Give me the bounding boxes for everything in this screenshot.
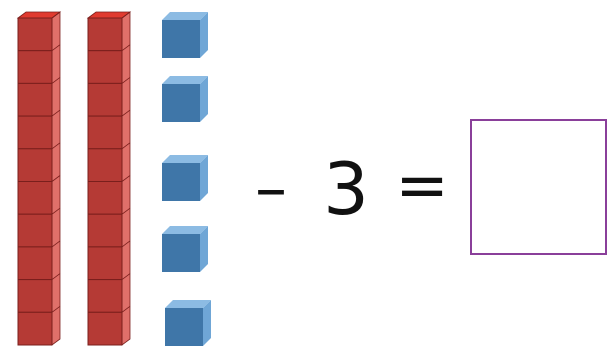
rod-cube [17,50,53,84]
rod-cube [87,181,123,215]
rod-cube [17,17,53,52]
rod-segment-line [121,142,131,150]
rod-segment-line [51,44,61,52]
equals-sign: = [395,149,449,223]
rod-cube [87,246,123,281]
tens-rod [86,11,132,346]
ones-cube [162,226,208,272]
rod-cube [17,246,53,281]
rod-segment-line [121,240,131,248]
rod-cube [17,115,53,150]
ones-cube [162,76,208,122]
rod-cube [87,82,123,117]
cube-side-face [203,300,211,346]
rod-cube [87,115,123,150]
rod-segment-line [51,142,61,150]
rod-cube [17,213,53,248]
rod-segment-line [121,175,131,182]
answer-box[interactable] [470,119,607,255]
rod-cube [87,50,123,84]
rod-segment-line [51,109,61,117]
rod-cube [87,213,123,248]
rod-segment-line [51,77,61,84]
rod-segment-line [121,305,131,313]
ones-cubes [162,12,211,346]
cube-top-face [162,155,208,163]
cube-front-face [162,20,200,58]
rod-segment-line [51,273,61,280]
rod-segment-line [51,11,61,19]
answer-box-border[interactable] [470,119,607,255]
rod-cube [17,181,53,215]
rod-segment-line [51,240,61,248]
rod-segment-line [121,11,131,19]
rod-cube [17,82,53,117]
cube-top-face [162,12,208,20]
tens-rods [16,11,132,346]
cube-top-face [165,300,211,308]
cube-side-face [200,76,208,122]
rod-segment-line [121,77,131,84]
minus-sign: – [255,152,287,226]
cube-front-face [162,163,200,201]
rod-segment-line [51,305,61,313]
rod-segment-line [121,44,131,52]
rod-cube [17,148,53,183]
cube-front-face [165,308,203,346]
rod-segment-line [121,207,131,215]
cube-top-face [162,76,208,84]
rod-cube [87,279,123,313]
subtrahend: 3 [323,147,369,231]
ones-cube [162,12,208,58]
rod-segment-line [121,109,131,117]
ones-cube [162,155,208,201]
tens-rod [16,11,62,346]
rod-segment-line [51,175,61,182]
rod-cube [87,17,123,52]
cube-top-face [162,226,208,234]
ones-cube [165,300,211,346]
rod-cube [87,148,123,183]
cube-side-face [200,226,208,272]
rod-cube [17,279,53,313]
cube-front-face [162,84,200,122]
cube-side-face [200,155,208,201]
rod-segment-line [121,273,131,280]
rod-cube [17,311,53,346]
cube-side-face [200,12,208,58]
rod-cube [87,311,123,346]
cube-front-face [162,234,200,272]
rod-segment-line [51,207,61,215]
